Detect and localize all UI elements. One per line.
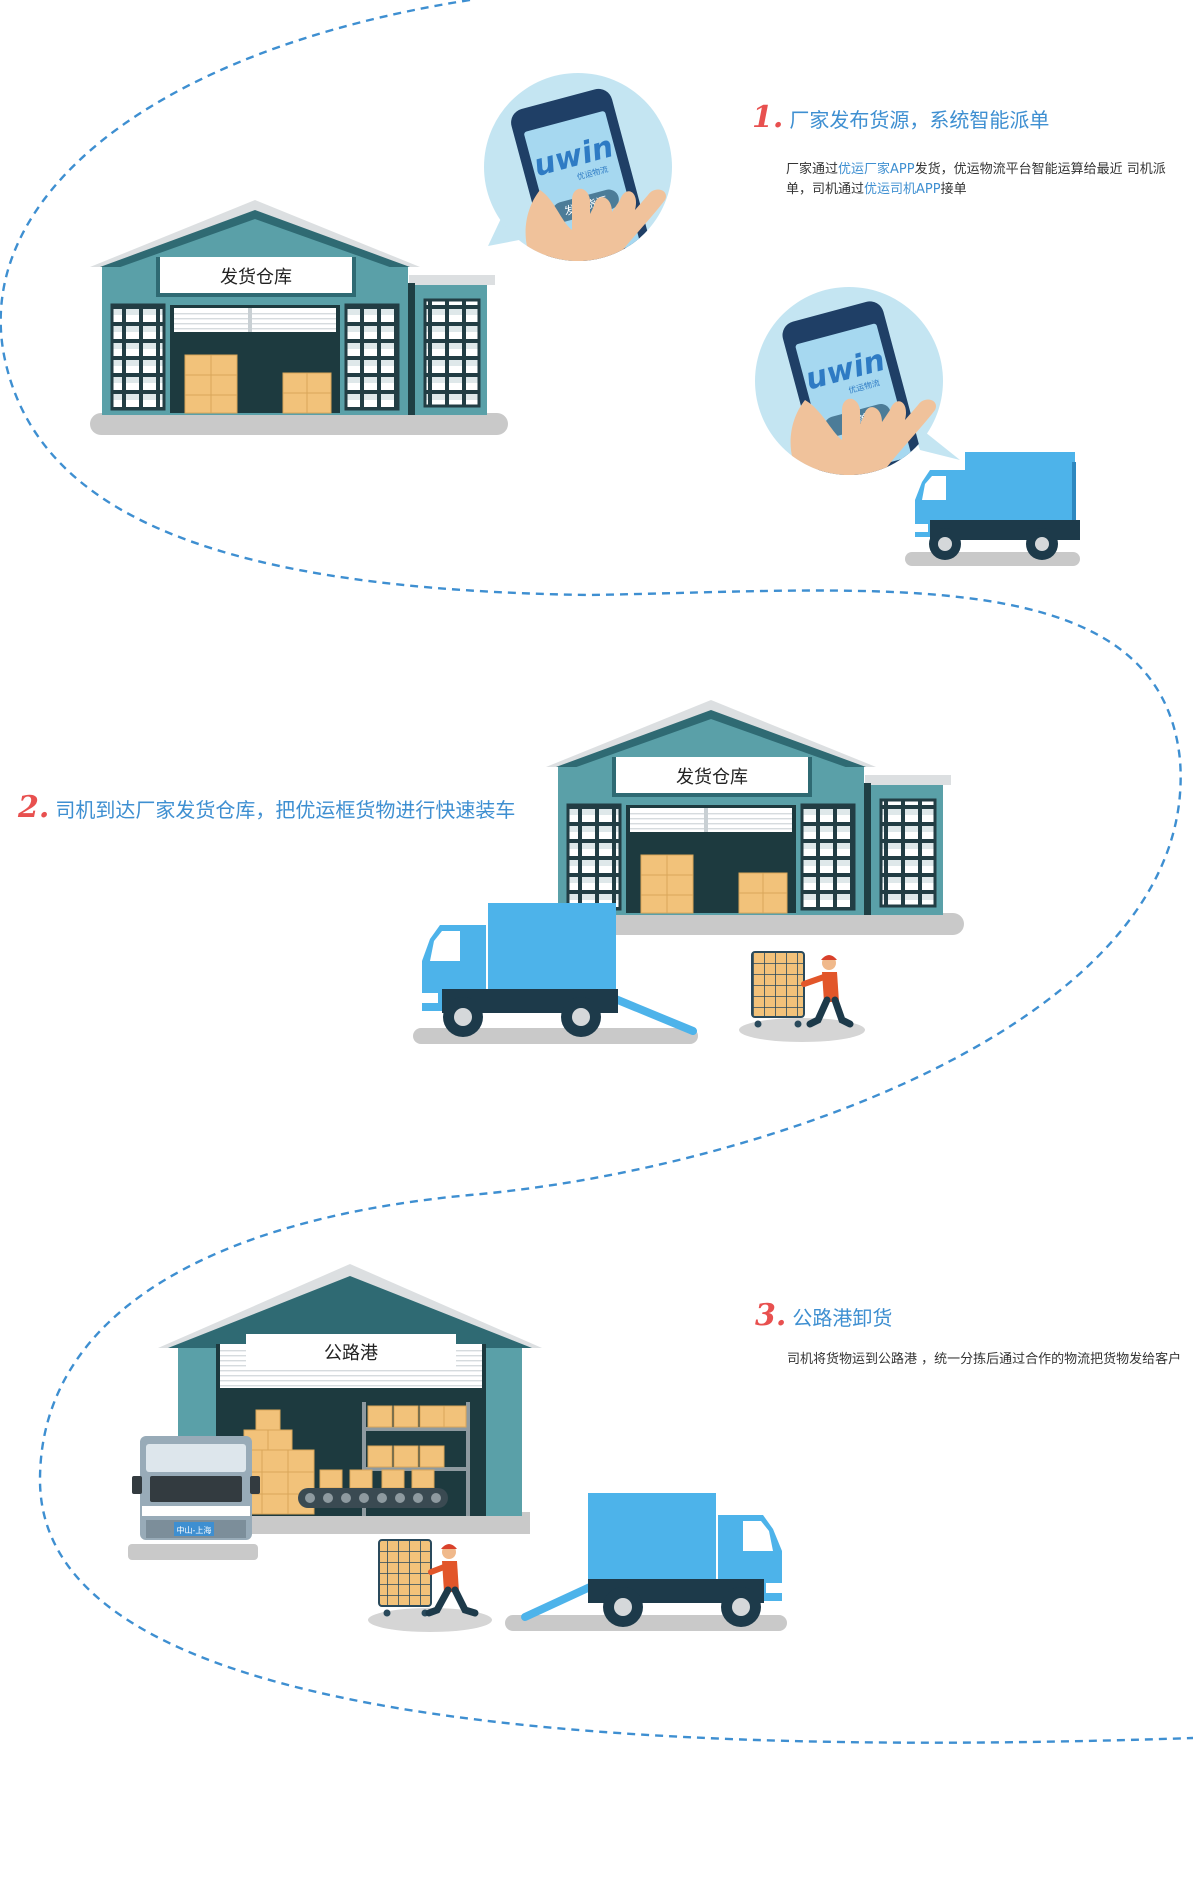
- step-2-heading: 司机到达厂家发货仓库，把优运框货物进行快速装车: [55, 798, 516, 822]
- step-2-number: 2.: [18, 790, 50, 825]
- warehouse-sign: 发货仓库: [676, 767, 748, 788]
- warehouse-shipping-2: 发货仓库: [546, 700, 964, 935]
- worker-pushing-cage-cart-2: [368, 1539, 492, 1632]
- license-plate: 中山-上海: [177, 1525, 212, 1535]
- warehouse-shipping-1: 发货仓库: [90, 200, 508, 435]
- loading-truck: [413, 903, 698, 1044]
- desc-part-highlight: 优运司机APP: [864, 182, 941, 197]
- desc-part: 接单: [940, 182, 967, 197]
- worker-pushing-cage-cart-1: [739, 951, 865, 1042]
- front-view-truck: 中山-上海: [128, 1436, 260, 1560]
- step-1-number: 1.: [752, 100, 784, 135]
- step-3-description: 司机将货物运到公路港 ，统一分拣后通过合作的物流把货物发给客户: [787, 1352, 1182, 1367]
- unloading-truck: [505, 1493, 787, 1631]
- desc-part: 发货，优运物流平台智能运算给最近 司机派单，司机通过: [786, 162, 1166, 197]
- step-3-heading: 公路港卸货: [792, 1306, 893, 1330]
- step-1-description: 厂家通过优运厂家APP发货，优运物流平台智能运算给最近 司机派单，司机通过优运司…: [786, 160, 1190, 200]
- step-2-title: 2. 司机到达厂家发货仓库，把优运框货物进行快速装车: [18, 790, 515, 825]
- desc-part: 厂家通过: [786, 162, 839, 177]
- delivery-truck-1: [905, 452, 1080, 566]
- step-1-title: 1. 厂家发布货源，系统智能派单: [752, 100, 1049, 135]
- step-1-heading: 厂家发布货源，系统智能派单: [789, 108, 1050, 132]
- desc-part-highlight: 优运厂家APP: [838, 162, 915, 177]
- warehouse-sign: 公路港: [324, 1343, 378, 1364]
- step-3-title: 3. 公路港卸货: [755, 1298, 892, 1333]
- warehouse-sign: 发货仓库: [220, 267, 292, 288]
- phone-bubble-publish: uwin 优运物流 发布货源: [484, 73, 672, 261]
- step-3-number: 3.: [755, 1298, 787, 1333]
- phone-bubble-accept: uwin 优运物流 接单: [755, 287, 960, 475]
- dashed-route-line: [0, 0, 1193, 1744]
